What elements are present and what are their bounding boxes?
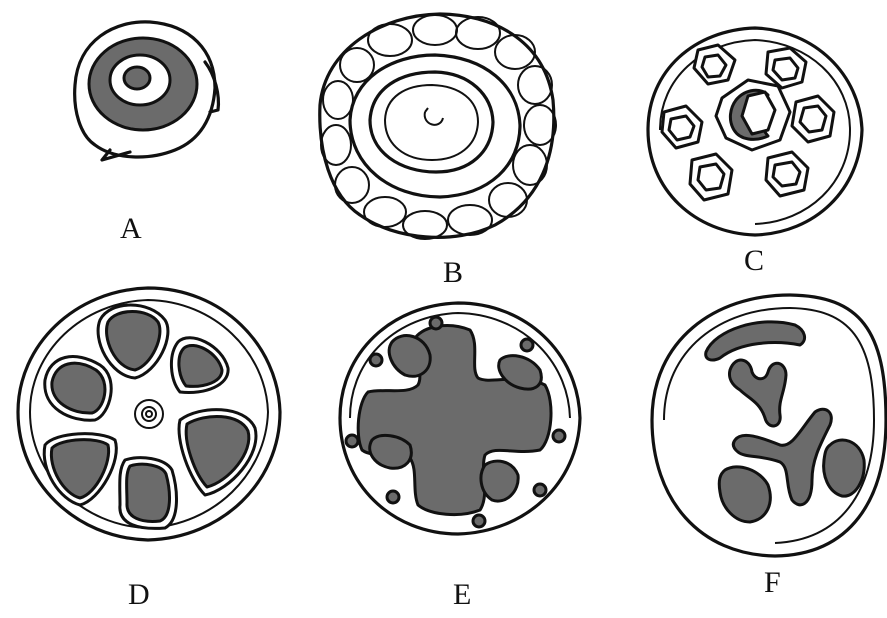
figure-a-cross-section — [75, 22, 219, 160]
figure-b-cross-section — [320, 14, 556, 239]
figure-d-cross-section — [18, 288, 280, 540]
label-c: C — [744, 244, 764, 278]
label-b: B — [443, 256, 463, 290]
figure-c-cross-section — [648, 28, 862, 235]
label-e: E — [453, 578, 471, 612]
label-f: F — [764, 566, 781, 600]
figure-e-cross-bundle — [358, 326, 551, 515]
label-a: A — [120, 212, 142, 246]
figure-c-central-bundle — [716, 80, 790, 150]
figure-e-cross-section — [340, 303, 580, 534]
label-d: D — [128, 578, 150, 612]
figure-f-arc-bundle — [706, 322, 805, 360]
figure-f-cross-section — [652, 295, 886, 556]
